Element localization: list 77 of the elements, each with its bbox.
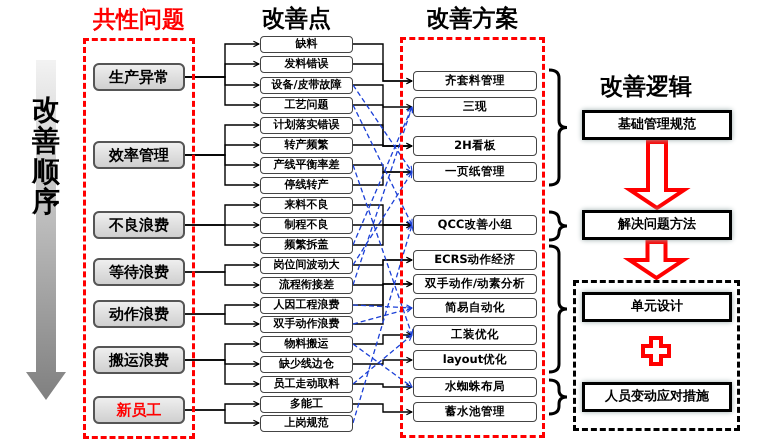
improvement-point-box: 发料错误 [260, 56, 353, 72]
logic-step-box: 人员变动应对措施 [582, 382, 732, 412]
arrow [353, 168, 413, 186]
improvement-point-box: 流程衔接差 [260, 276, 353, 294]
arrow [185, 409, 260, 426]
column-heading: 改善逻辑 [600, 72, 692, 102]
arrow [352, 224, 414, 424]
arrow [352, 343, 413, 388]
arrow [353, 104, 413, 110]
arrow [185, 359, 260, 388]
improvement-point-box: 双手动作浪费 [260, 316, 353, 332]
solution-box: 双手动作/动素分析 [413, 274, 537, 294]
solution-box: 2H看板 [413, 136, 537, 156]
improvement-point-box: 频繁拆盖 [260, 236, 353, 254]
logic-step-box: 解决问题方法 [582, 210, 732, 240]
solution-box: 齐套料管理 [413, 71, 537, 91]
vertical-heading: 改善顺序 [32, 95, 60, 218]
logic-step-box: 单元设计 [582, 292, 732, 322]
arrow [353, 142, 413, 150]
improvement-point-box: 计划落实错误 [260, 116, 353, 134]
improvement-point-box: 产线平衡率差 [260, 156, 353, 174]
category-box: 等待浪费 [93, 258, 185, 286]
group-title: 改善方案 [426, 4, 520, 34]
improvement-point-box: 物料搬运 [260, 336, 353, 352]
improvement-point-box: 设备/皮带故障 [260, 76, 353, 94]
arrow [353, 280, 413, 325]
improvement-point-box: 缺少线边仓 [260, 356, 353, 372]
category-box: 动作浪费 [93, 300, 185, 328]
arrow [352, 304, 413, 312]
improvement-point-box: 停线转产 [260, 176, 353, 194]
improvement-point-box: 员工走动取料 [260, 376, 353, 392]
solution-box: 水蜘蛛布局 [413, 377, 537, 397]
arrow [352, 84, 413, 173]
solution-box: 一页纸管理 [413, 162, 537, 182]
category-box: 效率管理 [93, 141, 185, 169]
arrow [352, 334, 413, 384]
arrow [353, 403, 413, 416]
arrow [185, 154, 260, 188]
solution-box: QCC改善小组 [413, 215, 537, 235]
arrow [352, 306, 413, 325]
arrow [185, 313, 260, 328]
arrow [352, 171, 413, 266]
dashed-group-box [573, 280, 740, 431]
improvement-point-box: 岗位间波动大 [260, 256, 353, 274]
arrow [185, 271, 260, 288]
solution-box: 蓄水池管理 [413, 402, 537, 422]
improvement-point-box: 制程不良 [260, 216, 353, 234]
improvement-point-box: 来料不良 [260, 196, 353, 214]
improvement-point-box: 多能工 [260, 396, 353, 412]
category-box: 新员工 [93, 396, 185, 424]
solution-box: 简易自动化 [413, 298, 537, 318]
solution-box: ECRS动作经济 [413, 250, 537, 270]
solution-box: 三现 [413, 97, 537, 117]
category-box: 不良浪费 [93, 211, 185, 239]
hollow-arrow [623, 140, 691, 210]
arrow [353, 63, 413, 84]
arrow [352, 106, 414, 286]
arrow [353, 356, 413, 365]
improvement-point-box: 缺料 [260, 36, 353, 52]
arrow [353, 222, 413, 246]
improvement-point-box: 人因工程浪费 [260, 296, 353, 314]
arrow [353, 383, 413, 390]
logic-step-box: 基础管理规范 [582, 110, 732, 140]
group-title: 共性问题 [92, 6, 186, 35]
arrow [353, 332, 413, 345]
solution-box: 工装优化 [413, 325, 537, 345]
improvement-point-box: 上岗规范 [260, 414, 353, 432]
category-box: 生产异常 [93, 63, 185, 91]
column-heading: 改善点 [262, 4, 331, 34]
improvement-point-box: 工艺问题 [260, 96, 353, 114]
hollow-arrow [622, 240, 690, 280]
arrow [185, 76, 260, 108]
arrow [352, 164, 414, 336]
category-box: 搬运浪费 [93, 346, 185, 374]
improvement-point-box: 转产频繁 [260, 136, 353, 154]
solution-box: layout优化 [413, 350, 537, 370]
arrow [185, 224, 260, 248]
